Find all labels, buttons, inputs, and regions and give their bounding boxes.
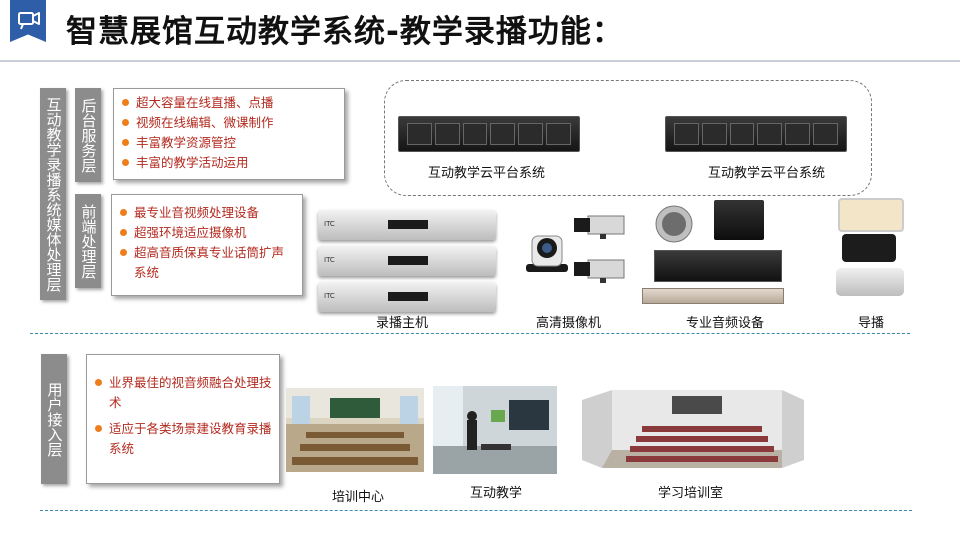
access-layer-label: 用户接入层 <box>41 354 67 484</box>
training-center-caption: 培训中心 <box>332 490 385 505</box>
cloud-server-caption: 互动教学云平台系统 <box>708 166 826 181</box>
page-title: 智慧展馆互动教学系统-教学录播功能： <box>66 14 624 50</box>
list-item: 业界最佳的视音频融合处理技术 <box>87 373 279 413</box>
audio-caption: 专业音频设备 <box>686 316 765 331</box>
ptz-camera-image <box>526 235 568 272</box>
list-item: 视频在线编辑、微课制作 <box>114 113 344 133</box>
cloud-platform-group <box>384 80 872 196</box>
frontend-features-box: 最专业音视频处理设备 超强环境适应摄像机 超高音质保真专业话筒扩声系统 <box>111 194 303 296</box>
director-caption: 导播 <box>858 316 885 331</box>
recorder-image: ITC <box>318 282 496 312</box>
ceiling-microphone-image <box>655 205 693 243</box>
media-layer-label: 互动教学录播系统媒体处理层 <box>40 88 66 300</box>
recorder-caption: 录播主机 <box>376 316 429 331</box>
training-center-photo <box>286 388 424 472</box>
director-keypad-image <box>842 234 896 262</box>
cloud-server-image <box>665 116 847 152</box>
list-item: 适应于各类场景建设教育录播系统 <box>87 419 279 459</box>
video-camera-icon <box>18 12 40 30</box>
list-item: 超强环境适应摄像机 <box>112 223 302 243</box>
backend-layer-label: 后台服务层 <box>75 88 101 182</box>
list-item: 超大容量在线直播、点播 <box>114 93 344 113</box>
list-item: 丰富教学资源管控 <box>114 133 344 153</box>
cameras-caption: 高清摄像机 <box>536 316 602 331</box>
interactive-teaching-caption: 互动教学 <box>470 486 523 501</box>
access-features-box: 业界最佳的视音频融合处理技术 适应于各类场景建设教育录播系统 <box>86 354 280 484</box>
list-item: 最专业音视频处理设备 <box>112 203 302 223</box>
director-tablet-image <box>838 198 904 232</box>
recorder-image: ITC <box>318 246 496 276</box>
section-divider <box>30 333 910 334</box>
study-room-photo <box>582 390 804 468</box>
amplifier-image <box>654 250 782 282</box>
list-item: 超高音质保真专业话筒扩声系统 <box>112 243 302 283</box>
frontend-layer-label: 前端处理层 <box>75 194 101 288</box>
recorder-image: ITC <box>318 210 496 240</box>
header-divider <box>0 60 960 62</box>
interactive-teaching-photo <box>433 386 557 474</box>
cloud-server-caption: 互动教学云平台系统 <box>428 166 546 181</box>
logo-badge <box>10 0 46 42</box>
box-camera-image <box>574 215 625 239</box>
study-room-caption: 学习培训室 <box>658 486 724 501</box>
list-item: 丰富的教学活动运用 <box>114 153 344 173</box>
director-joystick-image <box>836 268 904 296</box>
speaker-image <box>714 200 764 240</box>
bottom-divider <box>40 510 912 511</box>
box-camera-image <box>574 259 625 283</box>
audio-mixer-image <box>642 288 784 304</box>
cloud-server-image <box>398 116 580 152</box>
backend-features-box: 超大容量在线直播、点播 视频在线编辑、微课制作 丰富教学资源管控 丰富的教学活动… <box>113 88 345 180</box>
